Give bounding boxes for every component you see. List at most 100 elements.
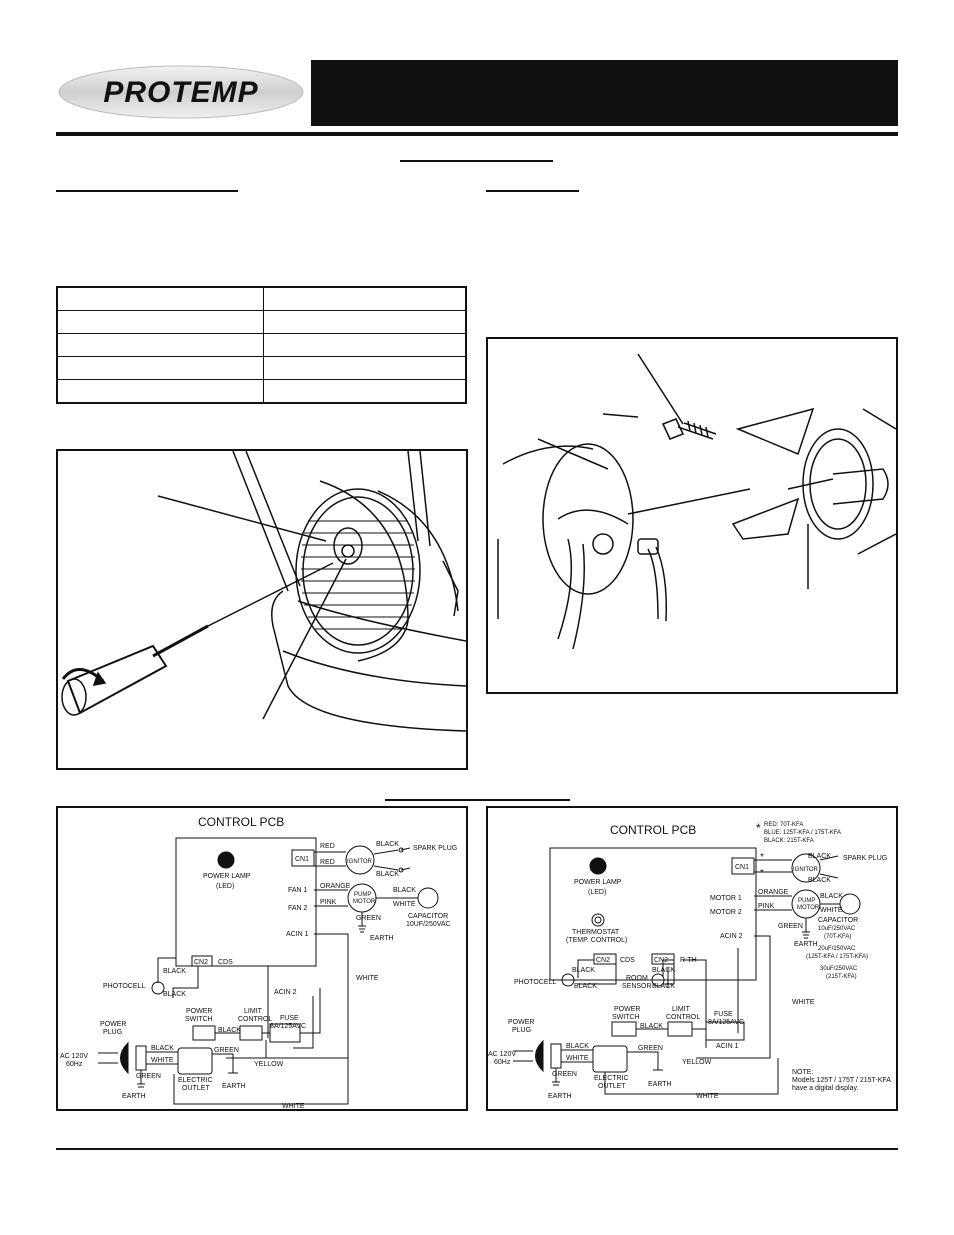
svg-text:POWER LAMP: POWER LAMP [574,879,622,886]
svg-text:WHITE: WHITE [696,1093,719,1100]
svg-text:EARTH: EARTH [548,1093,572,1100]
svg-text:AC 120V: AC 120V [60,1053,88,1060]
svg-text:PHOTOCELL: PHOTOCELL [514,979,556,986]
svg-text:CN2: CN2 [194,959,208,966]
svg-text:ROOM: ROOM [626,975,648,982]
svg-text:have a digital display.: have a digital display. [792,1085,858,1092]
section-heading-line [400,160,553,162]
svg-text:BLACK: BLACK [808,877,831,884]
svg-text:MOTOR 2: MOTOR 2 [710,909,742,916]
svg-text:SPARK PLUG: SPARK PLUG [413,845,457,852]
svg-text:IGNITOR: IGNITOR [347,859,373,865]
svg-text:30uF/250VAC: 30uF/250VAC [820,966,858,972]
footer-rule [56,1148,898,1150]
svg-text:(70T-KFA): (70T-KFA) [824,934,851,940]
svg-text:BLACK: BLACK [376,841,399,848]
svg-text:EARTH: EARTH [794,941,818,948]
svg-text:MOTOR: MOTOR [353,899,376,905]
svg-text:8A/125AVC: 8A/125AVC [270,1023,306,1030]
svg-text:WHITE: WHITE [792,999,815,1006]
svg-text:BLACK: 215T-KFA: BLACK: 215T-KFA [764,838,814,844]
svg-text:CONTROL PCB: CONTROL PCB [610,823,696,837]
svg-text:PUMP: PUMP [354,892,371,898]
svg-text:FUSE: FUSE [714,1011,733,1018]
svg-text:10uF/250VAC: 10uF/250VAC [818,926,856,932]
svg-text:BLACK: BLACK [652,967,675,974]
svg-text:ACIN 2: ACIN 2 [274,989,297,996]
svg-text:BLACK: BLACK [808,853,831,860]
svg-text:YELLOW: YELLOW [682,1059,712,1066]
svg-text:PINK: PINK [320,899,337,906]
svg-text:BLACK: BLACK [163,991,186,998]
svg-text:FAN 1: FAN 1 [288,887,308,894]
svg-text:ACIN 1: ACIN 1 [286,931,309,938]
wiring-diagram-left: CONTROL PCB POWER LAMP (LED) CN1 RED RED… [56,806,468,1111]
svg-text:BLACK: BLACK [574,983,597,990]
svg-text:BLACK: BLACK [640,1023,663,1030]
svg-text:ORANGE: ORANGE [758,889,789,896]
pcb-title: CONTROL PCB [198,815,284,829]
svg-text:SWITCH: SWITCH [185,1016,213,1023]
svg-text:EARTH: EARTH [222,1083,246,1090]
svg-text:MOTOR 1: MOTOR 1 [710,895,742,902]
svg-text:CN1: CN1 [735,864,749,871]
svg-text:IGNITOR: IGNITOR [793,867,819,873]
wiring-heading-line [385,799,570,801]
table-row [56,333,467,357]
svg-text:PINK: PINK [758,903,775,910]
svg-text:THERMOSTAT: THERMOSTAT [572,929,620,936]
svg-text:YELLOW: YELLOW [254,1061,284,1068]
brand-name: PROTEMP [103,76,258,109]
svg-text:CONTROL: CONTROL [238,1016,272,1023]
svg-text:SENSOR: SENSOR [622,983,652,990]
svg-text:CONTROL: CONTROL [666,1014,700,1021]
subheading-line-right [486,190,579,192]
svg-text:CN2: CN2 [654,957,668,964]
svg-text:RED: 70T-KFA: RED: 70T-KFA [764,822,803,828]
svg-text:WHITE: WHITE [566,1055,589,1062]
svg-text:BLACK: BLACK [163,968,186,975]
table-row [56,310,467,334]
svg-text:WHITE: WHITE [151,1057,174,1064]
subheading-line-left [56,190,238,192]
svg-text:WHITE: WHITE [820,907,843,914]
svg-text:60Hz: 60Hz [494,1059,511,1066]
svg-text:BLACK: BLACK [820,893,843,900]
header-bar [311,60,898,126]
svg-text:POWER: POWER [186,1008,212,1015]
table-row [56,286,467,311]
svg-text:POWER: POWER [100,1021,126,1028]
header-rule [56,132,898,136]
svg-text:FUSE: FUSE [280,1015,299,1022]
burner-exploded-figure [486,337,898,694]
svg-text:CN1: CN1 [295,856,309,863]
svg-text:(125T-KFA / 175T-KFA): (125T-KFA / 175T-KFA) [806,954,868,960]
svg-text:GREEN: GREEN [136,1073,161,1080]
svg-text:BLUE: 125T-KFA / 175T-KFA: BLUE: 125T-KFA / 175T-KFA [764,830,841,836]
svg-text:ORANGE: ORANGE [320,883,351,890]
svg-text:*: * [760,868,764,879]
svg-text:FAN 2: FAN 2 [288,905,308,912]
svg-text:(LED): (LED) [588,889,606,896]
svg-text:EARTH: EARTH [122,1093,146,1100]
wiring-diagram-right: CONTROL PCB * RED: 70T-KFA BLUE: 125T-KF… [486,806,898,1111]
svg-text:CDS: CDS [218,959,233,966]
svg-text:GREEN: GREEN [778,923,803,930]
svg-text:LIMIT: LIMIT [672,1006,691,1013]
svg-text:ELECTRIC: ELECTRIC [178,1077,213,1084]
svg-text:8A/125AVC: 8A/125AVC [708,1019,744,1026]
table-row [56,379,467,404]
svg-text:OUTLET: OUTLET [598,1083,626,1090]
svg-text:*: * [760,852,764,863]
brand-logo: PROTEMP [56,60,306,124]
svg-text:POWER: POWER [614,1006,640,1013]
svg-text:CAPACITOR: CAPACITOR [408,913,448,920]
svg-text:WHITE: WHITE [282,1103,305,1109]
svg-text:PUMP: PUMP [798,898,815,904]
svg-text:CDS: CDS [620,957,635,964]
svg-text:AC 120V: AC 120V [488,1051,516,1058]
fan-removal-figure [56,449,468,770]
svg-text:POWER: POWER [508,1019,534,1026]
svg-text:ACIN 2: ACIN 2 [720,933,743,940]
svg-text:SWITCH: SWITCH [612,1014,640,1021]
